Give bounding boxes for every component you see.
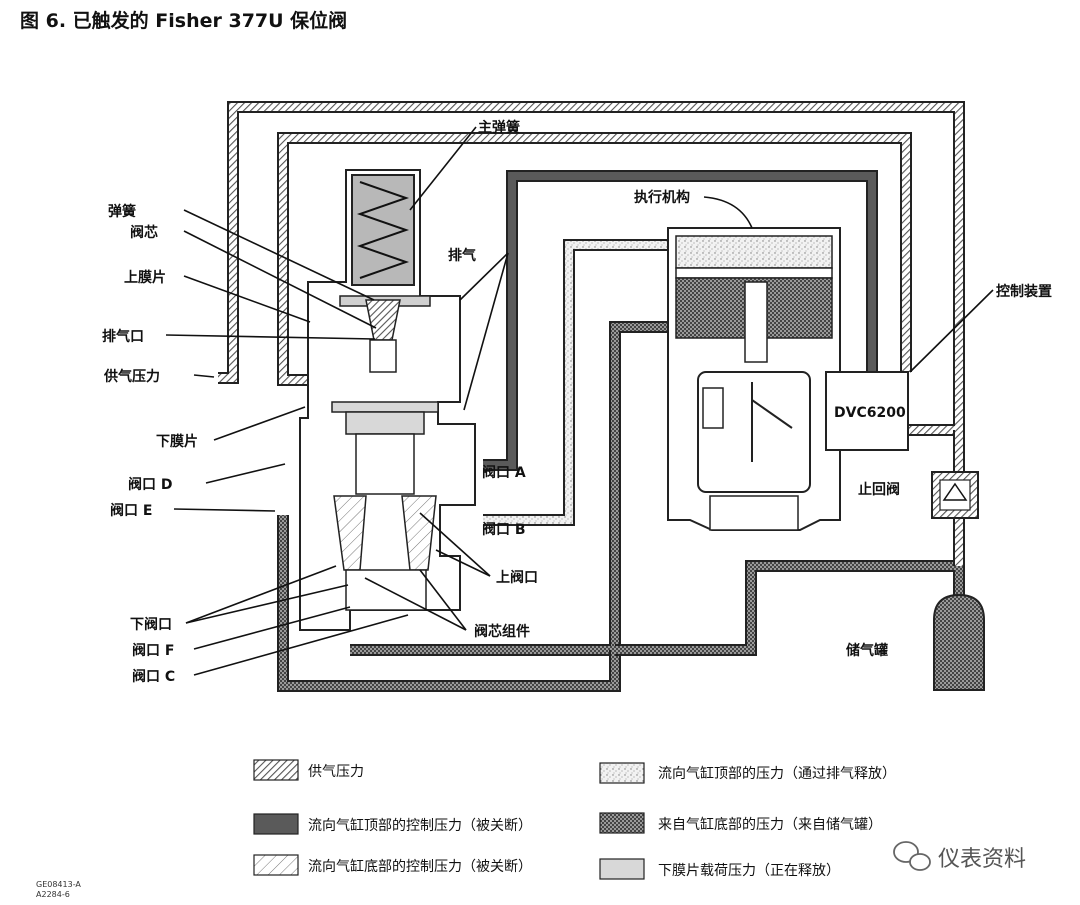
tank-tubing [615, 430, 965, 656]
legend-label-bottom-control: 流向气缸底部的控制压力（被关断） [308, 858, 532, 875]
label-exhaust-port: 排气口 [102, 328, 144, 345]
label-actuator: 执行机构 [634, 189, 690, 206]
label-port-d: 阀口 D [128, 476, 173, 493]
legend-label-top-control: 流向气缸顶部的控制压力（被关断） [308, 817, 532, 834]
cylinder-top-chamber [675, 235, 833, 269]
check-valve [931, 471, 979, 519]
label-exhaust: 排气 [448, 247, 476, 264]
watermark: 仪表资料 [893, 841, 1026, 872]
label-lower-port: 下阀口 [130, 616, 172, 633]
label-supply-pressure: 供气压力 [103, 368, 160, 385]
label-port-e: 阀口 E [110, 502, 152, 519]
label-lower-diaphragm: 下膜片 [156, 433, 198, 450]
label-check-valve: 止回阀 [858, 481, 900, 498]
dvc-label: DVC6200 [834, 405, 906, 421]
figure-title: 图 6. 已触发的 Fisher 377U 保位阀 [20, 10, 348, 32]
legend: 供气压力 流向气缸顶部的控制压力（被关断） 流向气缸底部的控制压力（被关断） 流… [253, 759, 896, 880]
legend-swatch-lower-diaphragm [599, 858, 645, 880]
legend-swatch-exhaust [599, 762, 645, 784]
legend-swatch-top-control [253, 813, 299, 835]
linkage-housing [697, 371, 811, 493]
label-controller: 控制装置 [996, 283, 1052, 300]
piston [675, 267, 833, 279]
main-spring [356, 181, 410, 279]
drawing-code-2: A2284-6 [36, 890, 70, 899]
label-spring: 弹簧 [108, 203, 136, 220]
label-upper-diaphragm: 上膜片 [124, 269, 166, 286]
watermark-text: 仪表资料 [938, 847, 1026, 872]
supply-pressure-tubing [218, 101, 965, 436]
label-port-f: 阀口 F [132, 642, 174, 659]
legend-label-exhaust: 流向气缸顶部的压力（通过排气释放） [658, 765, 896, 782]
legend-label-lower-diaphragm: 下膜片载荷压力（正在释放） [658, 863, 840, 879]
exhaust-tubing [483, 239, 668, 526]
actuator [667, 227, 841, 531]
cylinder-top-control-tubing [483, 170, 878, 471]
label-plug-assembly: 阀芯组件 [474, 623, 530, 640]
drawing-code-1: GE08413-A [36, 880, 81, 889]
label-upper-port: 上阀口 [496, 569, 538, 586]
diagram-labels: 主弹簧 弹簧 阀芯 上膜片 排气口 供气压力 下膜片 阀口 D 阀口 E 下阀口… [102, 119, 1052, 685]
label-port-a: 阀口 A [482, 464, 526, 481]
label-volume-tank: 储气罐 [845, 642, 888, 659]
label-port-b: 阀口 B [482, 521, 526, 538]
legend-swatch-tank [599, 812, 645, 834]
legend-swatch-bottom-control [253, 854, 299, 876]
legend-label-supply: 供气压力 [308, 764, 364, 780]
trip-valve-body [299, 169, 476, 631]
dvc6200-controller: DVC6200 [825, 371, 909, 451]
label-port-c: 阀口 C [132, 668, 175, 685]
legend-swatch-supply [253, 759, 299, 781]
volume-tank [933, 593, 985, 691]
wechat-icon [893, 841, 931, 871]
actuator-stem [744, 281, 768, 363]
lower-diaphragm [331, 401, 439, 413]
main-spring-chamber [351, 174, 415, 286]
label-plug: 阀芯 [130, 224, 158, 241]
right-plug-assembly [401, 495, 437, 571]
label-main-spring: 主弹簧 [478, 119, 520, 136]
legend-label-tank: 来自气缸底部的压力（来自储气罐） [658, 816, 882, 833]
leader-lines [165, 126, 994, 676]
